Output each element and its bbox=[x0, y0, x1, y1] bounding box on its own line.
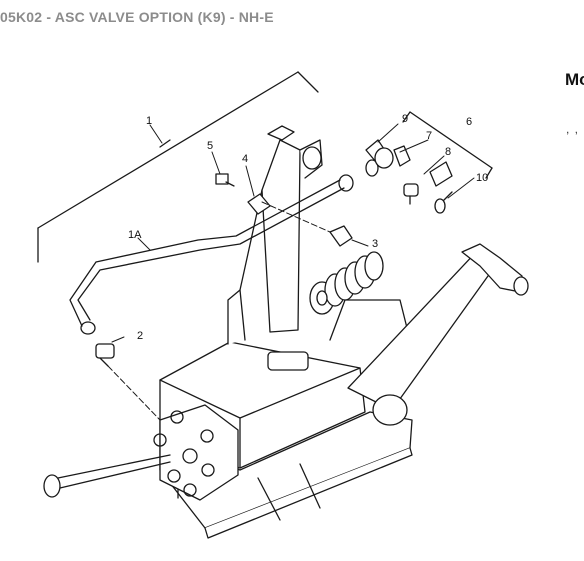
leader-lines bbox=[111, 123, 475, 343]
valve-face bbox=[153, 404, 239, 501]
callout-7: 7 bbox=[426, 130, 432, 142]
callout-1a: 1A bbox=[128, 229, 142, 241]
callout-8: 8 bbox=[445, 146, 451, 158]
callout-labels: 1 1A 2 3 4 5 6 7 8 9 10 bbox=[128, 113, 488, 342]
callout-1: 1 bbox=[146, 115, 152, 127]
fittings-7-10 bbox=[365, 139, 453, 214]
pipe-1a bbox=[69, 174, 354, 335]
lever-handle bbox=[43, 454, 171, 498]
spring-assembly bbox=[309, 251, 384, 315]
page-title: 05K02 - ASC VALVE OPTION (K9) - NH-E bbox=[0, 9, 274, 25]
callout-2: 2 bbox=[137, 330, 143, 342]
bracket-1 bbox=[37, 71, 319, 263]
clip-3 bbox=[329, 225, 353, 247]
right-arm bbox=[347, 243, 529, 426]
side-panel-heading: Mo bbox=[565, 70, 584, 89]
callout-4: 4 bbox=[242, 153, 248, 165]
bolt-5 bbox=[215, 173, 235, 187]
callout-3: 3 bbox=[372, 238, 378, 250]
fitting-2 bbox=[95, 343, 115, 367]
valve-housing bbox=[159, 289, 413, 539]
callout-6: 6 bbox=[466, 116, 472, 128]
callout-9: 9 bbox=[402, 113, 408, 125]
assembly-lines bbox=[107, 201, 331, 421]
side-panel-text: , , , bbox=[566, 122, 584, 136]
callout-10: 10 bbox=[476, 172, 488, 184]
callout-5: 5 bbox=[207, 140, 213, 152]
bracket-6 bbox=[402, 111, 493, 179]
